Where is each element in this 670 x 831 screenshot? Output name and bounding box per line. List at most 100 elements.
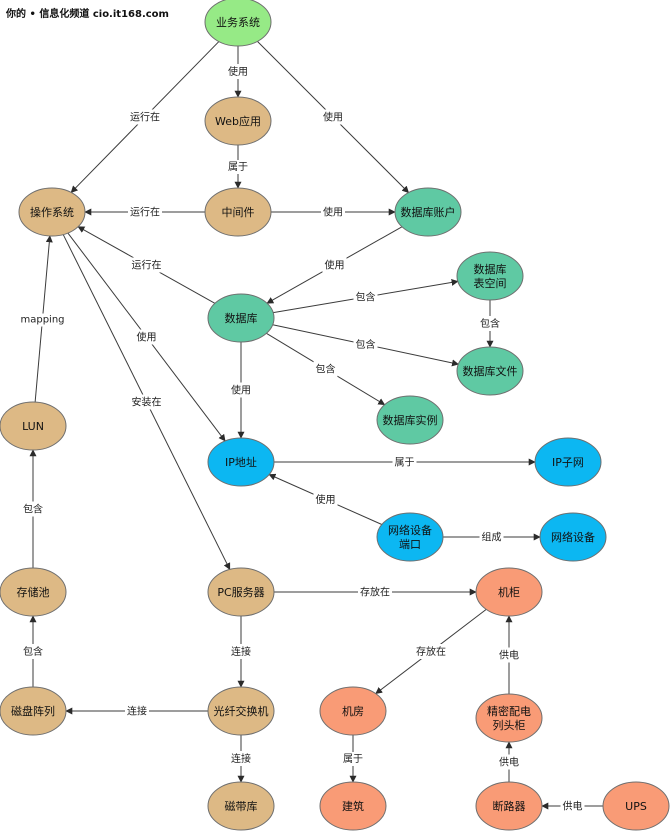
edge-label-background	[128, 109, 162, 125]
node-lun-shape	[0, 401, 67, 451]
node-web[interactable]: Web应用	[204, 96, 272, 146]
node-building-shape	[319, 781, 387, 831]
node-pdu-shape	[475, 693, 543, 743]
node-pool[interactable]: 存储池	[0, 567, 67, 617]
node-netdev[interactable]: 网络设备	[539, 512, 607, 562]
node-pdu-label: 列头柜	[493, 718, 526, 732]
node-business[interactable]: 业务系统	[204, 0, 272, 47]
edge-label-background	[414, 644, 448, 659]
node-pc[interactable]: PC服务器	[207, 567, 275, 617]
node-room-label: 机房	[342, 704, 364, 718]
node-business-shape	[204, 0, 272, 47]
edge-label-dbaccount-to-db: 使用	[325, 259, 345, 272]
node-dbfile-label: 数据库文件	[463, 364, 518, 378]
edge-label-ip-to-subnet: 属于	[395, 457, 415, 469]
node-lun[interactable]: LUN	[0, 401, 67, 451]
edge-label-pool-to-lun: 包含	[23, 503, 43, 516]
edge-label-background	[128, 204, 162, 220]
node-dbaccount[interactable]: 数据库账户	[394, 187, 462, 237]
node-pc-label: PC服务器	[217, 586, 264, 599]
edge-label-background	[129, 257, 164, 273]
node-tablespace-label: 表空间	[474, 276, 507, 290]
edge-label-background	[353, 337, 378, 352]
edge-label-breaker-to-pdu: 供电	[499, 756, 519, 769]
edge-label-background	[353, 289, 378, 305]
edge-label-background	[497, 754, 521, 770]
node-pool-label: 存储池	[17, 585, 50, 599]
node-dbfile[interactable]: 数据库文件	[456, 346, 524, 396]
edge-label-background	[229, 382, 253, 398]
edge-label-background	[313, 492, 338, 507]
node-pdu-label: 精密配电	[487, 704, 531, 718]
node-os-shape	[18, 187, 86, 237]
node-room[interactable]: 机房	[319, 686, 387, 736]
edge-label-background	[479, 529, 504, 545]
edge-label-background	[560, 798, 585, 814]
node-netdev-label: 网络设备	[551, 530, 595, 544]
node-business-label: 业务系统	[216, 16, 260, 29]
node-subnet[interactable]: IP子网	[534, 437, 602, 487]
node-fcswitch[interactable]: 光纤交换机	[207, 686, 275, 736]
node-dbaccount-shape	[394, 187, 462, 237]
edge-label-background	[322, 257, 347, 273]
edge-label-background	[125, 703, 149, 719]
edge-label-os-to-pc: 安装在	[132, 396, 162, 409]
edge-label-pc-to-fcswitch: 连接	[231, 645, 251, 658]
node-netport-shape	[376, 512, 444, 562]
edge-label-background	[392, 455, 417, 470]
node-breaker[interactable]: 断路器	[475, 781, 543, 831]
node-ip-shape	[207, 437, 275, 487]
node-ups[interactable]: UPS	[602, 781, 670, 831]
node-breaker-label: 断路器	[493, 799, 526, 813]
node-web-shape	[204, 96, 272, 146]
node-dbaccount-label: 数据库账户	[401, 205, 456, 219]
edge-label-background	[478, 316, 502, 331]
edges-layer	[29, 41, 603, 810]
edge-label-background	[229, 751, 253, 766]
node-subnet-shape	[534, 437, 602, 487]
node-os[interactable]: 操作系统	[18, 187, 86, 237]
node-ups-label: UPS	[625, 800, 647, 813]
edge-label-netport-to-ip: 使用	[316, 493, 336, 506]
edge-label-background	[226, 64, 250, 79]
node-ip[interactable]: IP地址	[207, 437, 275, 487]
edge-label-background	[497, 647, 521, 663]
node-building[interactable]: 建筑	[319, 781, 387, 831]
edge-label-fcswitch-to-array: 连接	[127, 705, 147, 718]
node-dbinstance-label: 数据库实例	[383, 413, 438, 427]
node-netport-label: 端口	[399, 538, 421, 551]
node-fcswitch-label: 光纤交换机	[214, 704, 269, 718]
watermark-text: 你的 • 信息化频道 cio.it168.com	[6, 9, 169, 20]
edge-label-ups-to-breaker: 供电	[563, 800, 583, 813]
edge-label-middleware-to-dbaccount: 使用	[323, 206, 343, 219]
node-ip-label: IP地址	[225, 455, 257, 469]
node-rack-label: 机柜	[498, 585, 520, 599]
edge-label-lun-to-os: mapping	[20, 315, 64, 326]
edge-label-array-to-pool: 包含	[23, 645, 43, 658]
node-ups-shape	[602, 781, 670, 831]
edge-label-db-to-dbfile: 包含	[356, 338, 376, 351]
node-array[interactable]: 磁盘阵列	[0, 686, 67, 736]
node-db[interactable]: 数据库	[207, 293, 275, 343]
node-middleware[interactable]: 中间件	[204, 187, 272, 237]
node-dbfile-shape	[456, 346, 524, 396]
node-rack[interactable]: 机柜	[475, 567, 543, 617]
edge-label-background	[129, 394, 164, 410]
edge-label-rack-to-room: 存放在	[416, 645, 446, 658]
edge-label-pc-to-rack: 存放在	[360, 586, 390, 599]
node-pc-shape	[207, 567, 275, 617]
edge-label-business-to-os: 运行在	[130, 111, 160, 124]
node-tablespace-shape	[456, 251, 524, 301]
node-fcswitch-shape	[207, 686, 275, 736]
node-tablespace-label: 数据库	[474, 262, 507, 276]
edge-labels-layer: 使用运行在使用属于运行在使用使用运行在包含包含包含包含使用使用安装在mappin…	[18, 64, 585, 814]
node-middleware-label: 中间件	[222, 206, 255, 219]
node-tape[interactable]: 磁带库	[207, 781, 275, 831]
edge-label-background	[18, 313, 67, 327]
node-dbinstance[interactable]: 数据库实例	[376, 395, 444, 445]
node-db-label: 数据库	[225, 311, 258, 325]
